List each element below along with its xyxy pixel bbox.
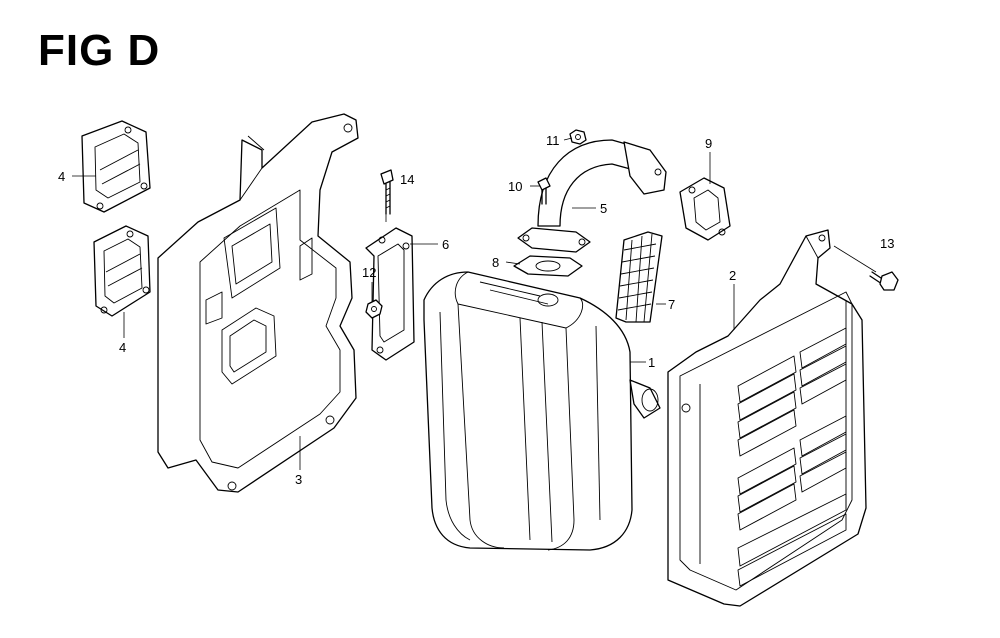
callout-13: 13 <box>880 236 894 251</box>
part-5-exhaust-pipe <box>517 139 667 253</box>
callout-4-lower: 4 <box>119 340 126 355</box>
part-8-gasket <box>513 255 583 277</box>
callout-1: 1 <box>648 355 655 370</box>
part-1-muffler <box>423 271 661 551</box>
part-10-bolt <box>537 177 551 205</box>
callout-12: 12 <box>362 265 376 280</box>
callout-labels: 4 4 3 14 6 12 11 10 5 8 7 9 1 2 13 <box>58 133 894 487</box>
callout-7: 7 <box>668 297 675 312</box>
leader-lines <box>72 137 877 470</box>
part-2-protector <box>667 229 867 607</box>
callout-6: 6 <box>442 237 449 252</box>
part-14-bolt <box>380 169 394 215</box>
callout-4-upper: 4 <box>58 169 65 184</box>
part-4-upper-plate <box>81 120 151 213</box>
callout-8: 8 <box>492 255 499 270</box>
part-7-spark-screen <box>615 231 663 323</box>
part-13-bolt <box>869 271 899 291</box>
part-9-gasket <box>679 177 731 241</box>
part-12-nut <box>365 299 383 319</box>
callout-5: 5 <box>600 201 607 216</box>
callout-14: 14 <box>400 172 414 187</box>
callout-11: 11 <box>546 133 560 148</box>
callout-3: 3 <box>295 472 302 487</box>
part-11-nut <box>569 129 587 145</box>
figure-title: FIG D <box>38 26 161 75</box>
callout-10: 10 <box>508 179 522 194</box>
part-3-shroud <box>157 113 359 493</box>
part-6-bracket <box>365 227 415 361</box>
callout-2: 2 <box>729 268 736 283</box>
part-4-lower-plate <box>93 225 151 317</box>
callout-9: 9 <box>705 136 712 151</box>
